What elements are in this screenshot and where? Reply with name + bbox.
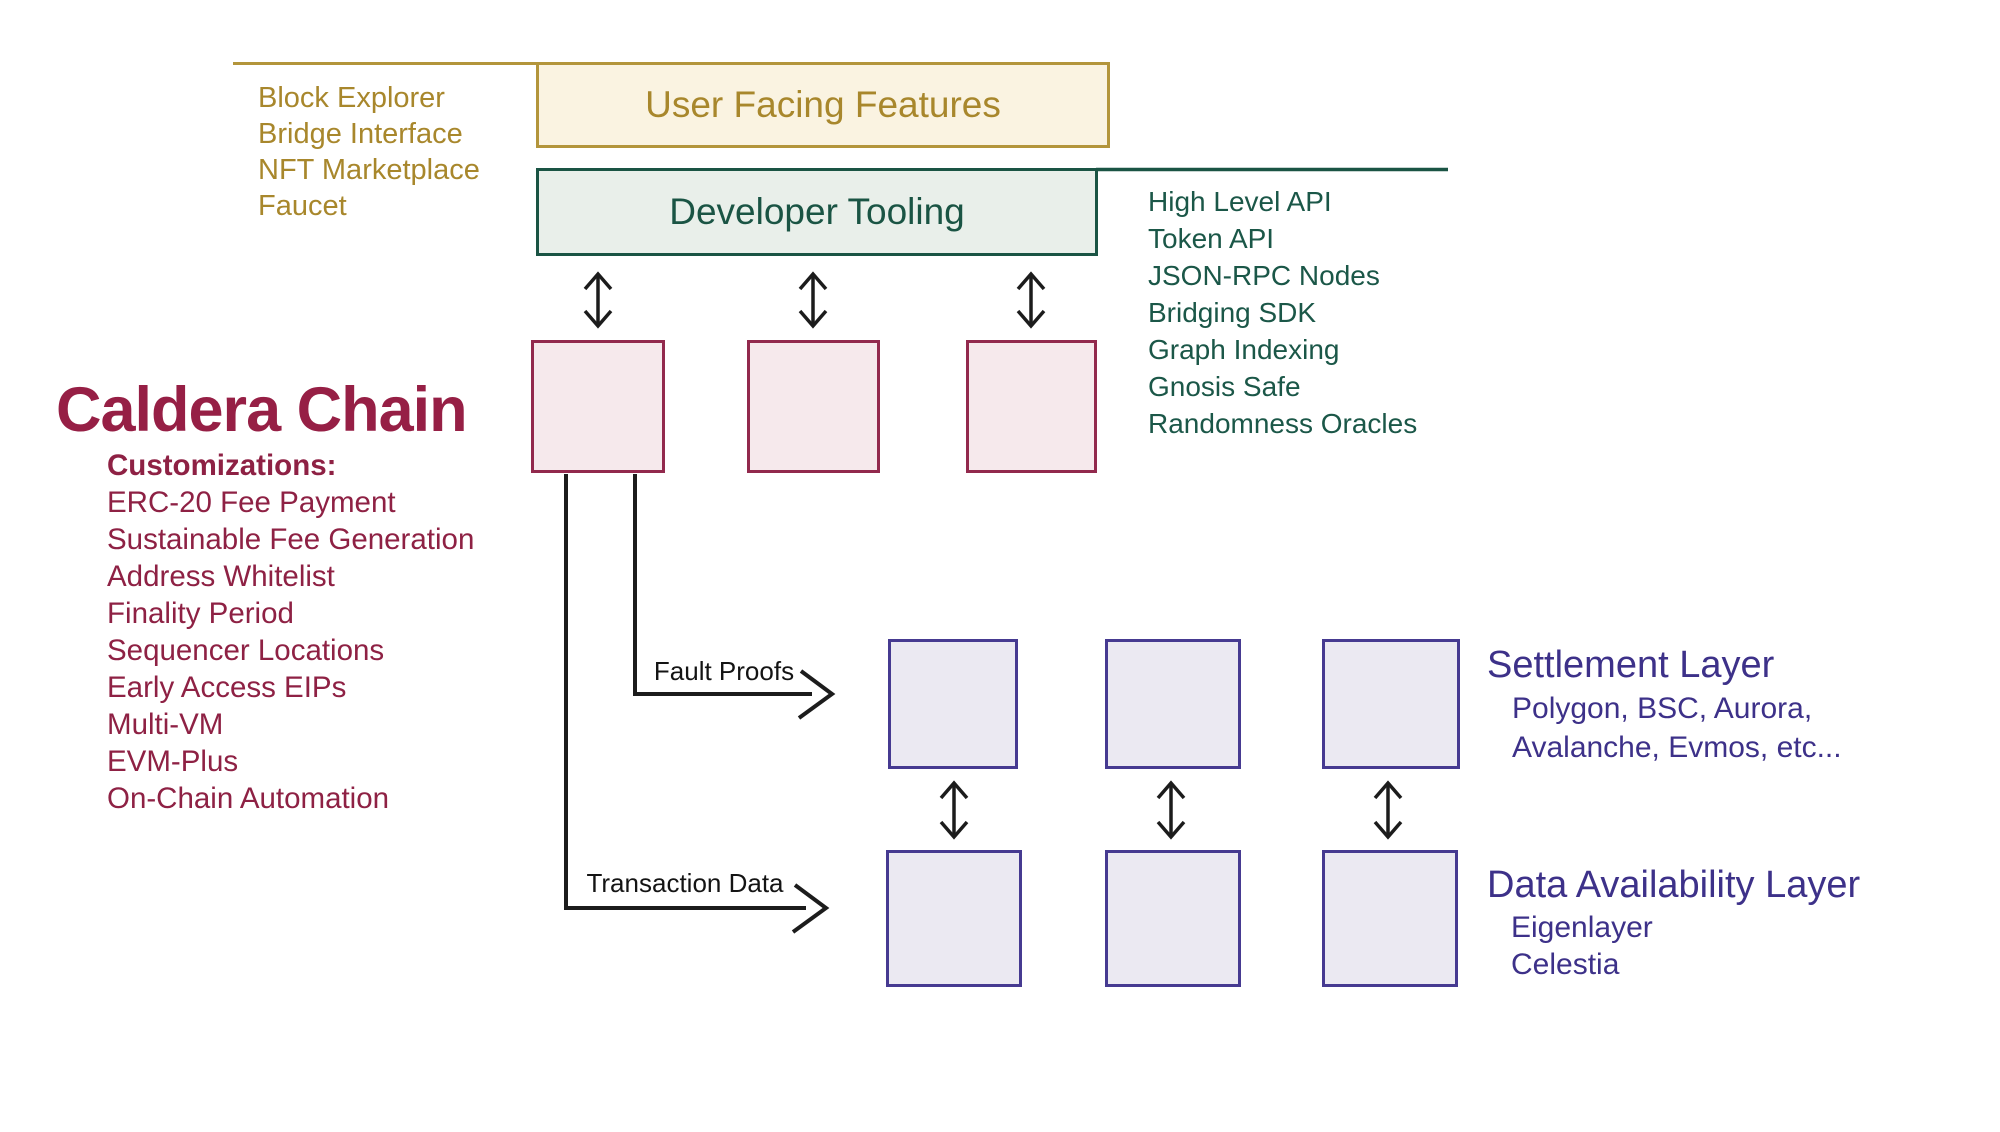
list-item: Early Access EIPs xyxy=(107,671,347,704)
list-item: Gnosis Safe xyxy=(1148,371,1301,402)
data-availability-layer-title: Data Availability Layer xyxy=(1487,864,1861,906)
list-item: EVM-Plus xyxy=(107,745,239,778)
list-item: Multi-VM xyxy=(107,708,224,741)
settlement-layer-title: Settlement Layer xyxy=(1487,644,1775,686)
caldera-chain-title: Caldera Chain xyxy=(56,375,468,445)
settlement-node-box-2 xyxy=(1105,639,1241,769)
list-item: Sustainable Fee Generation xyxy=(107,523,475,556)
da-node-box-2 xyxy=(1105,850,1241,987)
bidirectional-arrow xyxy=(1016,271,1046,329)
list-item: On-Chain Automation xyxy=(107,782,390,815)
list-item: Token API xyxy=(1148,223,1275,254)
list-item: Finality Period xyxy=(107,597,294,630)
list-item: Bridge Interface xyxy=(258,118,463,150)
bidirectional-arrow xyxy=(1373,780,1403,840)
list-item: Celestia xyxy=(1511,948,1620,981)
list-item: NFT Marketplace xyxy=(258,154,480,186)
list-item: Randomness Oracles xyxy=(1148,408,1418,439)
list-item: Avalanche, Evmos, etc... xyxy=(1512,731,1842,764)
list-item: Block Explorer xyxy=(258,82,445,114)
list-item: Polygon, BSC, Aurora, xyxy=(1512,692,1813,725)
bidirectional-arrow xyxy=(1156,780,1186,840)
list-item: Faucet xyxy=(258,190,347,222)
customizations-list: Customizations: ERC-20 Fee Payment Susta… xyxy=(107,447,474,817)
data-availability-layer-list: Eigenlayer Celestia xyxy=(1511,909,1653,983)
list-item: JSON-RPC Nodes xyxy=(1148,260,1380,291)
user-facing-features-box: User Facing Features xyxy=(536,62,1110,148)
bidirectional-arrow xyxy=(939,780,969,840)
fault-proofs-label: Fault Proofs xyxy=(653,656,795,686)
developer-tooling-box: Developer Tooling xyxy=(536,168,1098,256)
user-facing-features-label: User Facing Features xyxy=(645,84,1001,125)
developer-tooling-list: High Level API Token API JSON-RPC Nodes … xyxy=(1148,183,1417,442)
transaction-data-arrow xyxy=(564,474,830,934)
transaction-data-label: Transaction Data xyxy=(586,868,784,898)
list-item: High Level API xyxy=(1148,186,1332,217)
user-facing-feature-list: Block Explorer Bridge Interface NFT Mark… xyxy=(258,80,480,224)
da-node-box-1 xyxy=(886,850,1022,987)
list-item: ERC-20 Fee Payment xyxy=(107,486,396,519)
fault-proofs-arrow xyxy=(633,474,836,720)
settlement-node-box-1 xyxy=(888,639,1018,769)
caldera-node-box-2 xyxy=(747,340,880,473)
list-item: Address Whitelist xyxy=(107,560,335,593)
settlement-node-box-3 xyxy=(1322,639,1460,769)
developer-tooling-label: Developer Tooling xyxy=(669,191,965,232)
list-item: Graph Indexing xyxy=(1148,334,1340,365)
bidirectional-arrow xyxy=(583,271,613,329)
settlement-layer-list: Polygon, BSC, Aurora, Avalanche, Evmos, … xyxy=(1512,689,1842,767)
customizations-heading: Customizations: xyxy=(107,449,337,482)
list-item: Bridging SDK xyxy=(1148,297,1317,328)
caldera-node-box-1 xyxy=(531,340,665,473)
list-item: Eigenlayer xyxy=(1511,911,1653,944)
bidirectional-arrow xyxy=(798,271,828,329)
da-node-box-3 xyxy=(1322,850,1458,987)
caldera-node-box-3 xyxy=(966,340,1097,473)
list-item: Sequencer Locations xyxy=(107,634,385,667)
